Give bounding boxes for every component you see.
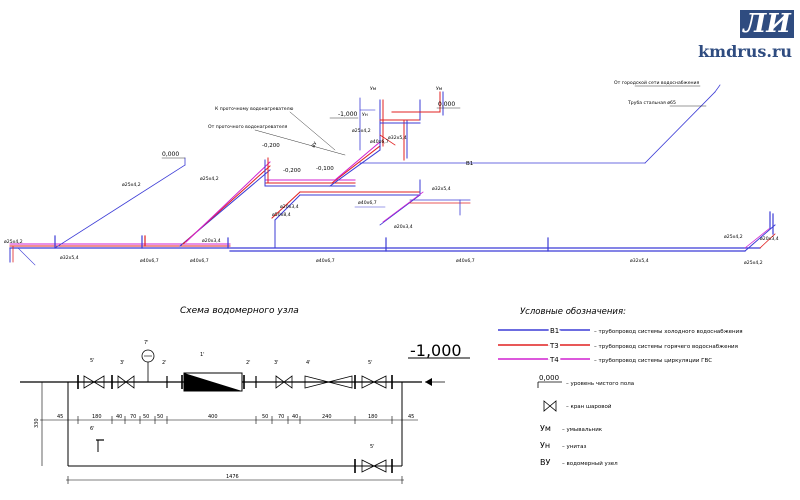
main-run bbox=[9, 224, 776, 252]
pipe-label: ø20х3,4 bbox=[394, 224, 413, 230]
dimension-value: 40 bbox=[116, 414, 122, 420]
pipe-label: ø20х3,4 bbox=[760, 236, 779, 242]
b1-label: В1 bbox=[466, 161, 473, 167]
legend-title: Условные обозначения: bbox=[520, 307, 626, 317]
pipe-label: ø50х8,4 bbox=[272, 212, 291, 218]
elevation-mark: -0,200 bbox=[262, 143, 280, 149]
um-label: Ум bbox=[436, 86, 443, 92]
dimension-value: 45 bbox=[408, 414, 414, 420]
legend-text: – трубопровод системы холодного водоснаб… bbox=[594, 329, 743, 335]
meter-title: Схема водомерного узла bbox=[180, 306, 299, 316]
ball-valve-icon bbox=[543, 400, 557, 412]
iso-labels: 0,000 -1,000 0,000 -0,200 -0,200 -0,100 … bbox=[4, 79, 779, 266]
pipe-label: ø25х4,2 bbox=[352, 128, 371, 134]
legend-code: Т3 bbox=[549, 342, 559, 350]
un-label: Ун bbox=[362, 112, 368, 118]
element-number: 7' bbox=[144, 340, 149, 346]
element-number: 3' bbox=[274, 360, 279, 366]
dimension-value: 400 bbox=[208, 414, 218, 420]
elevation-mark: -0,200 bbox=[283, 168, 301, 174]
isometric-piping bbox=[9, 84, 776, 266]
pipe-label: ø32х5,4 bbox=[630, 258, 649, 264]
element-number: 2' bbox=[162, 360, 167, 366]
pipe-label: ø40х6,7 bbox=[140, 258, 159, 264]
meter-level: -1,000 bbox=[410, 341, 462, 360]
meter-scheme: Схема водомерного узла bbox=[20, 306, 470, 484]
legend: Условные обозначения: В1 – трубопровод с… bbox=[498, 307, 743, 467]
abbr-text: – умывальник bbox=[562, 427, 603, 433]
elevation-mark: -0,100 bbox=[316, 166, 334, 172]
legend-code: Т4 bbox=[549, 356, 559, 364]
element-number: 3' bbox=[120, 360, 125, 366]
pipe-label: ø40х6,7 bbox=[190, 258, 209, 264]
floor-level-text: – уровень чистого пола bbox=[566, 381, 634, 387]
pipe-label: ø20х3,4 bbox=[202, 238, 221, 244]
floor-level-value: 0,000 bbox=[539, 374, 559, 382]
element-number: 5' bbox=[90, 358, 95, 364]
element-number: 5' bbox=[368, 360, 373, 366]
pipe-label: ø20х3,4 bbox=[280, 204, 299, 210]
element-number: 4' bbox=[306, 360, 311, 366]
dimension-value: 180 bbox=[92, 414, 102, 420]
note-to-heater: К проточному водонагревателю bbox=[215, 106, 294, 112]
dimension-value: 180 bbox=[368, 414, 378, 420]
dimension-value: 45 bbox=[57, 414, 63, 420]
abbr-code: Ун bbox=[540, 441, 550, 450]
level-label: -1,000 bbox=[338, 111, 358, 118]
dimension-value: 50 bbox=[143, 414, 149, 420]
pipe-label: ø25х4,2 bbox=[4, 239, 23, 245]
dimension-value: 50 bbox=[157, 414, 163, 420]
abbr-text: – унитаз bbox=[562, 444, 586, 450]
dimension-value: 40 bbox=[292, 414, 298, 420]
level-label: 0,000 bbox=[162, 151, 179, 158]
valve-text: – кран шаровой bbox=[566, 403, 612, 410]
element-number: 2' bbox=[246, 360, 251, 366]
legend-code: В1 bbox=[550, 327, 559, 335]
pipe-label: ø25х4,2 bbox=[122, 182, 141, 188]
dimension-value: 240 bbox=[322, 414, 332, 420]
element-number: 6' bbox=[90, 426, 95, 432]
pipe-label: ø32х5,4 bbox=[388, 135, 407, 141]
dimension-vertical: 330 bbox=[34, 418, 40, 428]
dimension-value: 50 bbox=[262, 414, 268, 420]
abbr-code: Ум bbox=[540, 424, 551, 433]
pipe-label: ø40х6,7 bbox=[358, 200, 377, 206]
pipe-label: ø32х5,4 bbox=[432, 186, 451, 192]
element-number: 5' bbox=[370, 444, 375, 450]
pipe-label: ø25х4,2 bbox=[724, 234, 743, 240]
note-city-network: От городской сети водоснабжения bbox=[614, 79, 700, 86]
dimension-value: 70 bbox=[130, 414, 136, 420]
pipe-label: ø40х6,7 bbox=[370, 139, 389, 145]
pipe-label: ø25х4,2 bbox=[744, 260, 763, 266]
vu-label: ВУ bbox=[311, 141, 319, 149]
abbr-code: ВУ bbox=[540, 458, 550, 467]
logo-site-url: kmdrus.ru bbox=[698, 42, 792, 61]
element-number: 1' bbox=[200, 352, 205, 358]
abbr-text: – водомерный узел bbox=[562, 460, 618, 467]
legend-text: – трубопровод системы горячего водоснабж… bbox=[594, 344, 738, 350]
legend-text: – трубопровод системы циркуляции ГВС bbox=[594, 358, 712, 364]
pipe-label: ø25х4,2 bbox=[200, 176, 219, 182]
pipe-label: ø40х6,7 bbox=[316, 258, 335, 264]
level-label: 0,000 bbox=[438, 101, 455, 108]
site-logo: ЛИ kmdrus.ru bbox=[690, 8, 794, 64]
dimension-value: 70 bbox=[278, 414, 284, 420]
pipe-label: ø32х5,4 bbox=[60, 255, 79, 261]
pipe-label: ø40х6,7 bbox=[456, 258, 475, 264]
um-label: Ум bbox=[370, 86, 377, 92]
logo-mark: ЛИ bbox=[740, 10, 794, 38]
note-from-heater: От проточного водонагревателя bbox=[208, 124, 288, 130]
note-steel-pipe: Труба стальная ø65 bbox=[627, 100, 676, 106]
dimension-total: 1476 bbox=[226, 474, 239, 480]
